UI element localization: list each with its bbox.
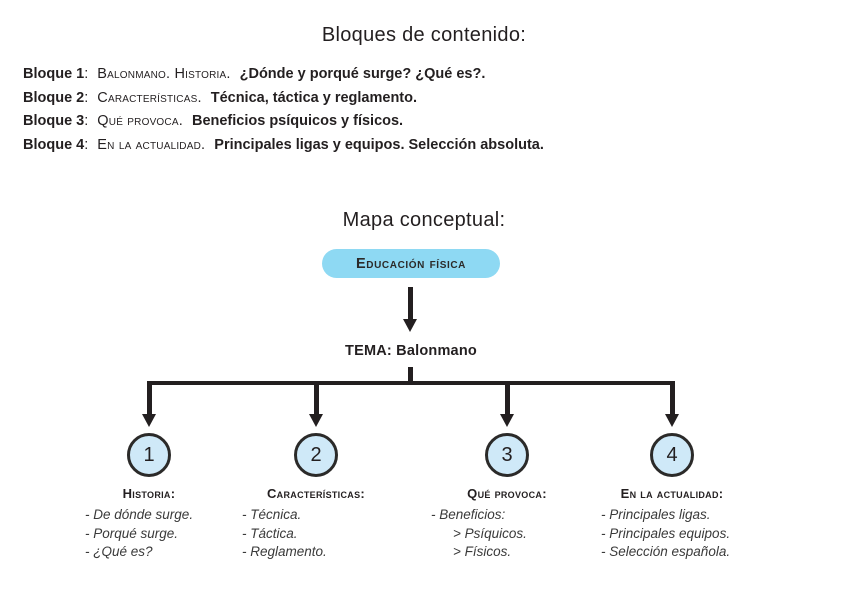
branch-column-en-la-actualidad: En la actualidad: - Principales ligas. -…	[577, 486, 767, 562]
branch-header: En la actualidad:	[620, 486, 724, 501]
block-topic: En la actualidad.	[97, 136, 206, 153]
branch-number: 1	[143, 443, 155, 466]
branch-item: - Porqué surge.	[85, 525, 179, 541]
arrow-down-icon	[500, 414, 514, 427]
content-blocks-list: Bloque 1: Balonmano. Historia. ¿Dónde y …	[23, 63, 544, 157]
branch-item: - Beneficios:	[431, 507, 506, 522]
branch-item: - Técnica.	[242, 507, 302, 522]
branch-column-que-provoca: Qué provoca: - Beneficios: > Psíquicos. …	[412, 486, 602, 562]
branch-item: - Táctica.	[242, 525, 298, 541]
branch-node-1: 1	[127, 433, 171, 477]
root-arrow-shaft	[408, 287, 413, 320]
branch-4-arrow-shaft	[670, 381, 675, 415]
arrow-down-icon	[403, 319, 417, 332]
branch-subitem: > Físicos.	[453, 544, 512, 559]
branch-item: - ¿Qué es?	[85, 544, 153, 559]
branch-item: - Selección española.	[601, 544, 731, 559]
arrow-down-icon	[309, 414, 323, 427]
branch-column-historia: Historia: - De dónde surge. - Porqué sur…	[54, 486, 244, 562]
content-block-item-1: Bloque 1: Balonmano. Historia. ¿Dónde y …	[23, 63, 544, 87]
branch-item: - Principales ligas.	[601, 507, 711, 522]
branch-3-arrow-shaft	[505, 381, 510, 415]
content-block-item-2: Bloque 2: Características. Técnica, táct…	[23, 87, 544, 111]
block-topic: Qué provoca.	[97, 113, 183, 130]
branch-node-2: 2	[294, 433, 338, 477]
block-label: Bloque 4	[23, 136, 85, 153]
branch-column-caracteristicas: Características: - Técnica. - Táctica. -…	[221, 486, 411, 562]
branch-items: - Principales ligas. - Principales equip…	[577, 506, 767, 562]
block-label: Bloque 2	[23, 89, 85, 106]
block-colon: :	[84, 66, 89, 82]
branch-items: - De dónde surge. - Porqué surge. - ¿Qué…	[54, 506, 244, 562]
branch-1-arrow-shaft	[147, 381, 152, 415]
block-detail: Técnica, táctica y reglamento.	[210, 89, 418, 106]
root-node-label: Educación física	[356, 255, 466, 272]
block-detail: Beneficios psíquicos y físicos.	[191, 113, 404, 130]
branch-node-4: 4	[650, 433, 694, 477]
branch-items: - Técnica. - Táctica. - Reglamento.	[221, 506, 411, 562]
block-topic: Características.	[97, 89, 202, 106]
branch-horizontal-line	[147, 381, 675, 385]
branch-2-arrow-shaft	[314, 381, 319, 415]
content-block-item-3: Bloque 3: Qué provoca. Beneficios psíqui…	[23, 110, 544, 134]
block-label: Bloque 3	[23, 113, 85, 130]
branch-item: - Reglamento.	[242, 544, 327, 559]
block-colon: :	[84, 89, 89, 106]
root-node-educacion-fisica: Educación física	[322, 249, 500, 278]
content-blocks-title: Bloques de contenido:	[321, 24, 527, 46]
branch-items: - Beneficios: > Psíquicos. > Físicos.	[412, 506, 602, 562]
branch-number: 2	[310, 443, 322, 466]
branch-item: - De dónde surge.	[85, 507, 194, 522]
branch-number: 4	[666, 443, 678, 466]
branch-number: 3	[501, 443, 513, 466]
arrow-down-icon	[665, 414, 679, 427]
branch-subitem: > Psíquicos.	[453, 525, 527, 541]
branch-header: Qué provoca:	[467, 486, 547, 501]
branch-item: - Principales equipos.	[601, 525, 731, 541]
block-colon: :	[84, 113, 89, 130]
block-colon: :	[84, 136, 89, 153]
theme-connector-stub	[408, 367, 413, 383]
branch-node-3: 3	[485, 433, 529, 477]
theme-node-label: TEMA: Balonmano	[345, 343, 477, 359]
branch-header: Historia:	[122, 486, 176, 501]
block-topic: Balonmano. Historia.	[97, 66, 231, 82]
branch-header: Características:	[266, 486, 366, 501]
concept-map-title: Mapa conceptual:	[342, 209, 506, 231]
block-detail: Principales ligas y equipos. Selección a…	[214, 136, 544, 153]
block-detail: ¿Dónde y porqué surge? ¿Qué es?.	[239, 66, 486, 82]
content-block-item-4: Bloque 4: En la actualidad. Principales …	[23, 134, 544, 158]
block-label: Bloque 1	[23, 66, 85, 82]
arrow-down-icon	[142, 414, 156, 427]
